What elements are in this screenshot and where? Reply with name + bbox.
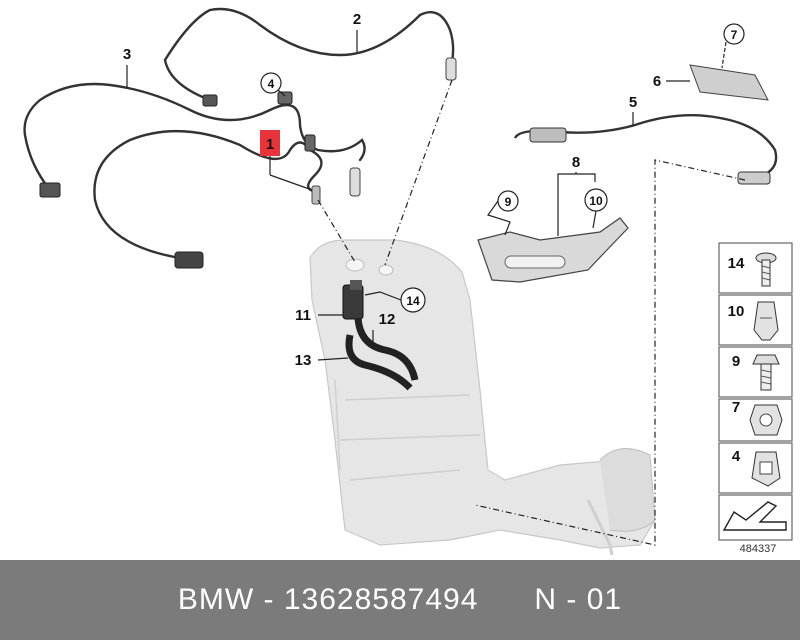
callout-label-12: 12 [379,311,396,328]
sensor-cable-2b [163,58,212,102]
sensor-probe-icon [445,57,457,81]
pressure-sensor-assembly [342,280,419,391]
connector-icon [202,94,218,107]
sensor-cable-1 [93,129,312,260]
fastener-panel: 14 10 9 7 4 [718,242,793,555]
sensor-cable-3 [23,82,366,192]
hex-nut-icon [749,404,783,436]
bracket-8 [477,217,629,283]
panel-label-14: 14 [728,255,745,272]
particulate-filter-body [309,239,656,556]
callout-label-9: 9 [505,195,512,209]
sensor-probe-icon [349,167,361,197]
callout-label-11: 11 [295,307,311,324]
sensor-cable-2 [163,7,455,64]
sensor-probe-icon [311,185,321,205]
callout-label-14: 14 [406,294,420,308]
panel-label-10: 10 [728,303,745,320]
spring-clip-icon [751,451,781,487]
connector-plugs [39,57,457,269]
panel-label-9: 9 [732,353,740,370]
callout-label-1: 1 [266,136,274,153]
callout-label-5: 5 [629,94,637,111]
connector-icon [174,251,204,269]
footer-brand: BMW [177,583,255,616]
callout-1: 1 [260,130,313,191]
clip-icon [277,91,293,105]
callout-label-10: 10 [589,194,603,208]
callout-label-2: 2 [353,11,361,28]
callout-label-7: 7 [731,28,738,42]
footer-gap [478,583,534,617]
torx-bolt-icon [755,252,777,287]
part-number-footer: BMW - 13628587494 N - 01 [0,560,800,640]
callout-label-8: 8 [572,154,580,171]
callout-label-4: 4 [268,77,275,91]
callout-label-6: 6 [653,73,661,90]
hex-bolt-icon [752,354,780,391]
panel-label-4: 4 [732,448,741,465]
panel-cell-14 [718,242,793,294]
callout-label-3: 3 [123,46,131,63]
direction-arrow-icon [722,501,787,531]
footer-part-number: 13628587494 [283,583,479,616]
exploded-parts-diagram: 1 2 3 4 5 6 7 8 [23,7,793,556]
diagram-ref-number: 484337 [740,543,777,555]
panel-label-7: 7 [732,399,740,416]
clip-icon [304,134,316,152]
footer-position: N - 01 [534,583,623,616]
clip-nut-icon [753,301,779,341]
callout-label-13: 13 [295,352,312,369]
footer-separator: - [254,583,284,616]
highlight-box [260,130,280,156]
connector-icon [39,182,61,198]
panel-cell-9 [718,346,793,398]
sensor-5-assembly [513,64,778,185]
